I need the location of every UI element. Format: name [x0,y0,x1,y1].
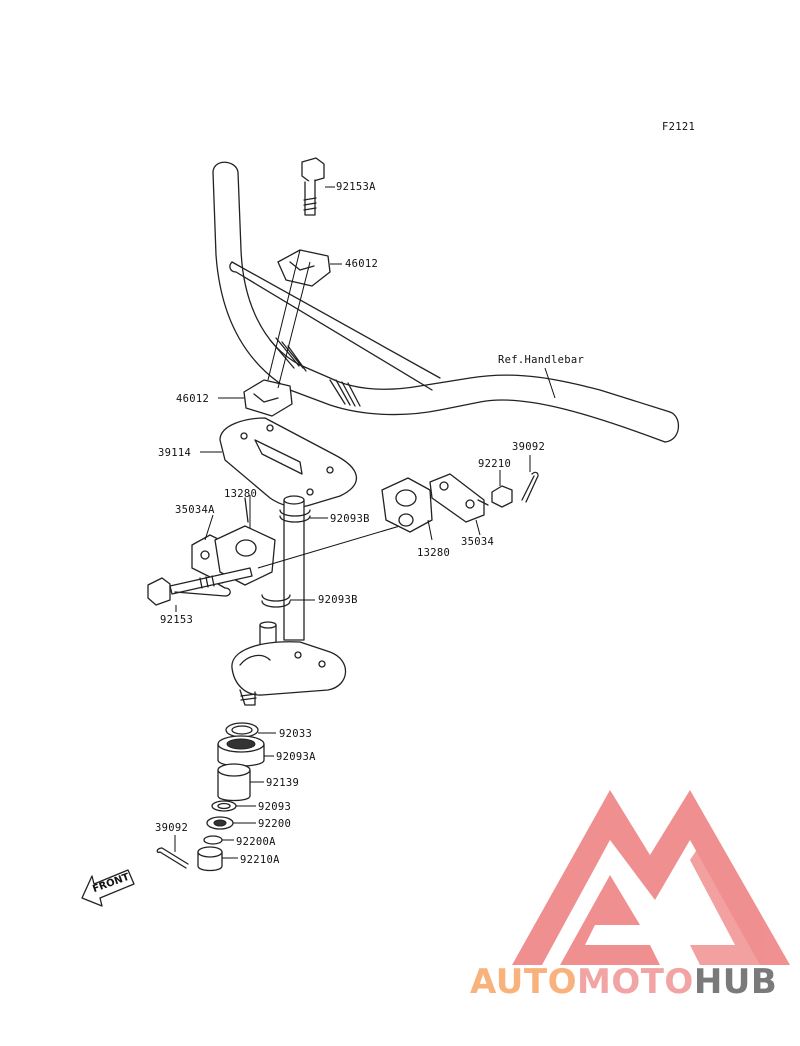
part-label-92093B-upper: 92093B [330,513,370,525]
watermark-hub: HUB [693,962,778,1002]
ref-handlebar-label: Ref.Handlebar [498,354,585,366]
pivot-arm-drawing [231,641,347,706]
part-label-92139: 92139 [266,777,300,789]
part-label-92200: 92200 [258,818,292,830]
part-label-46012-top: 46012 [345,258,379,270]
steering-shaft-drawing [259,495,328,666]
bushing-right-drawing [381,455,539,541]
part-label-92093: 92093 [258,801,292,813]
part-label-35034A: 35034A [175,504,215,516]
watermark-moto: MOTO [576,962,694,1002]
watermark-logo-icon [512,790,790,965]
front-arrow-icon [81,869,135,907]
clamp-46012-top-drawing [277,249,342,287]
holder-39114-drawing [200,417,358,508]
part-label-92210: 92210 [478,458,512,470]
figure-code: F2121 [662,121,696,133]
part-label-92153: 92153 [160,614,194,626]
bolt-92153A-drawing [301,157,335,216]
part-label-13280-right: 13280 [417,547,451,559]
part-label-92153A: 92153A [336,181,376,193]
part-label-92093A: 92093A [276,751,316,763]
part-label-92200A: 92200A [236,836,276,848]
part-label-35034: 35034 [461,536,495,548]
bushing-left-drawing [147,495,421,612]
clamp-46012-bottom-drawing [218,249,311,417]
part-label-92033: 92033 [279,728,313,740]
lower-stack-drawing [156,722,276,872]
part-label-92210A: 92210A [240,854,280,866]
part-label-13280-left: 13280 [224,488,258,500]
part-label-46012-bottom: 46012 [176,393,210,405]
handlebar-drawing [212,161,680,443]
part-label-92093B-lower: 92093B [318,594,358,606]
watermark-text: AUTOMOTOHUB [470,962,777,1002]
part-label-39114: 39114 [158,447,192,459]
part-label-39092-top: 39092 [512,441,546,453]
part-label-39092-bottom: 39092 [155,822,189,834]
watermark-auto: AUTO [470,962,577,1002]
